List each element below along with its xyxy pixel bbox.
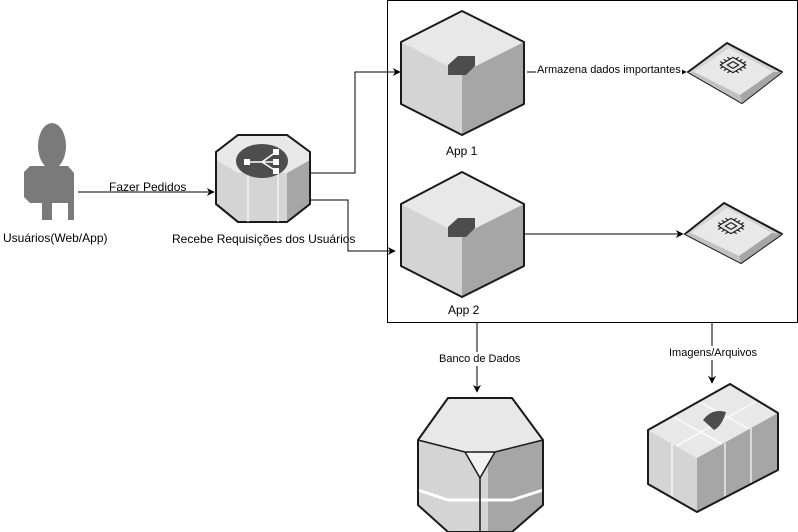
load-balancer-label: Recebe Requisições dos Usuários <box>172 232 356 246</box>
app1-label: App 1 <box>446 144 478 158</box>
app1-server-cube <box>400 10 525 136</box>
app2-server-cube <box>400 171 525 298</box>
edge-label-armazena: Armazena dados importantes <box>536 63 682 77</box>
storage-bucket-icon <box>647 383 779 513</box>
edge-lb-to-app1 <box>310 68 401 174</box>
database-octagon-icon <box>417 397 544 532</box>
cache1-memory-chip <box>687 42 783 104</box>
edge-label-imagens-arquivos: Imagens/Arquivos <box>668 346 759 360</box>
users-label: Usuários(Web/App) <box>3 231 108 245</box>
edge-label-banco-de-dados: Banco de Dados <box>438 352 522 366</box>
cache2-memory-chip <box>684 202 783 264</box>
app2-label: App 2 <box>448 303 480 317</box>
edge-lb-to-app2 <box>310 199 396 255</box>
load-balancer-icon <box>215 134 311 223</box>
edge-label-fazer-pedidos: Fazer Pedidos <box>109 180 187 194</box>
user-icon <box>24 123 74 220</box>
